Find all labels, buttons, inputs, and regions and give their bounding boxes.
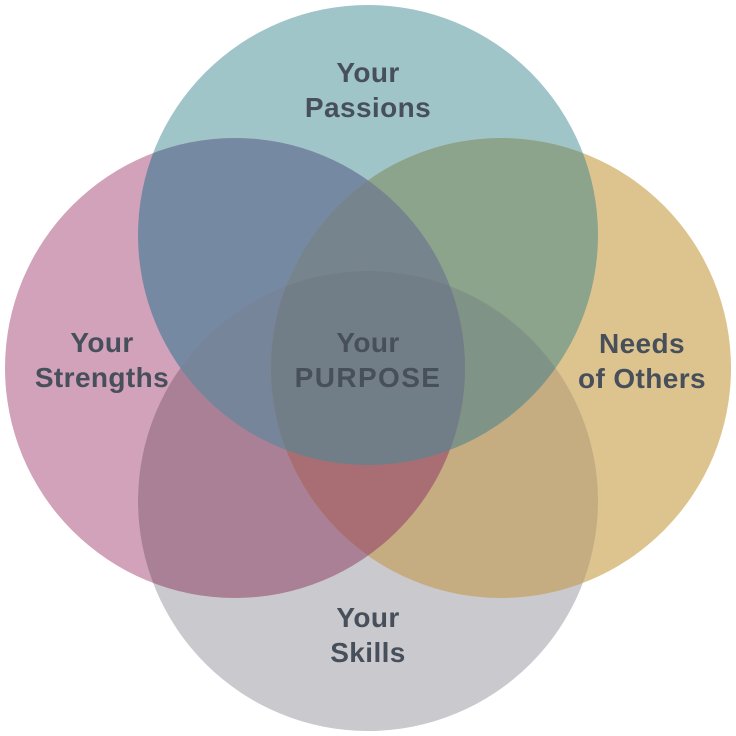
overlap-strengths-needs-skills — [271, 271, 465, 598]
label-strengths-line1: Your — [70, 327, 134, 358]
label-skills: Your Skills — [330, 600, 406, 670]
label-strengths: Your Strengths — [35, 325, 169, 395]
label-passions-line1: Your — [336, 57, 400, 88]
label-skills-line1: Your — [336, 602, 400, 633]
label-skills-line2: Skills — [330, 637, 406, 668]
label-passions: Your Passions — [305, 55, 431, 125]
label-purpose-line1: Your — [336, 327, 400, 358]
label-purpose-center: Your PURPOSE — [295, 325, 442, 395]
label-needs-line2: of Others — [577, 363, 707, 394]
overlap-passions-strengths-skills — [138, 271, 465, 465]
label-strengths-line2: Strengths — [34, 362, 170, 393]
label-purpose-line2: PURPOSE — [294, 362, 442, 393]
label-needs-line1: Needs — [598, 328, 686, 359]
label-needs-of-others: Needs of Others — [578, 326, 706, 396]
label-passions-line2: Passions — [304, 92, 432, 123]
overlap-passions-needs-skills — [271, 271, 598, 465]
overlap-passions-strengths-needs — [271, 138, 465, 465]
